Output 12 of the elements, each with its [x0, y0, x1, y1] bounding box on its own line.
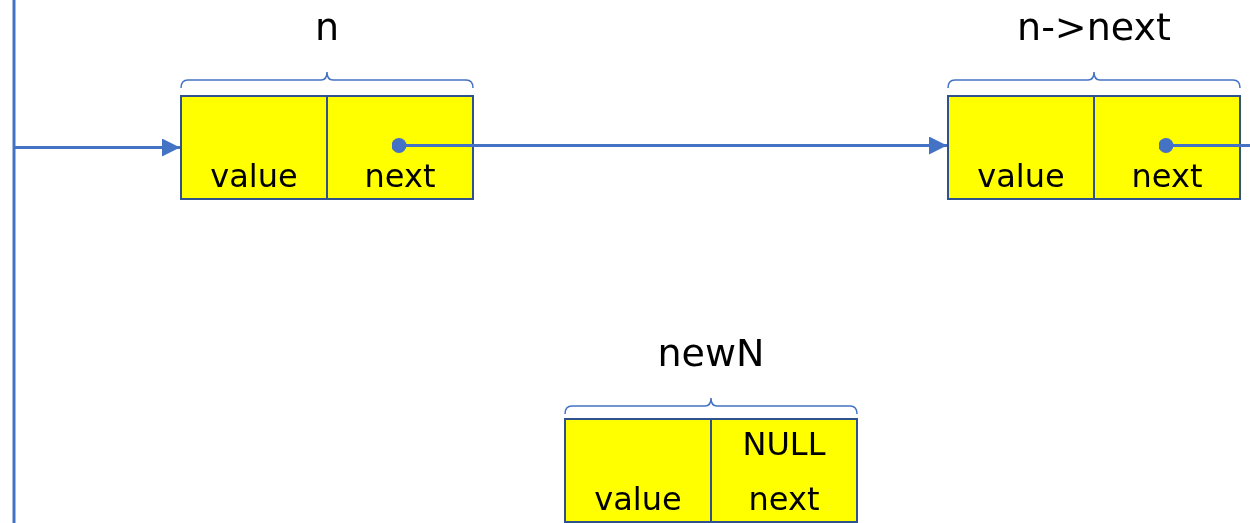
- field-label: next: [1130, 156, 1204, 196]
- field-value: NULL: [741, 424, 827, 464]
- pointer-arrow: [391, 136, 947, 155]
- pointer-arrow: [12, 0, 182, 523]
- field-label: value: [593, 479, 683, 519]
- field-label: value: [976, 156, 1066, 196]
- field-label: next: [747, 479, 821, 519]
- node-name-label: n: [314, 4, 340, 51]
- node-name-label: n->next: [1017, 4, 1171, 51]
- field-label: value: [209, 156, 299, 196]
- node-name-label: newN: [657, 330, 765, 377]
- field-label: next: [363, 156, 437, 196]
